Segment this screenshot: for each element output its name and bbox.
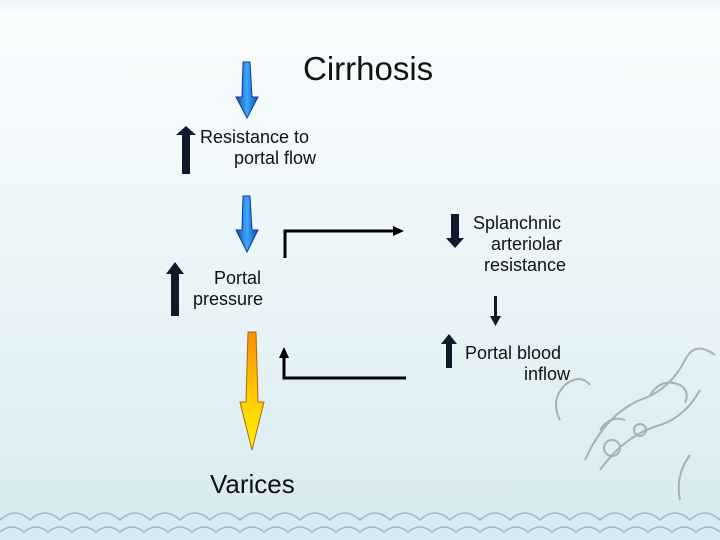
node-splanchnic-line3: resistance (484, 255, 567, 275)
node-splanchnic-line2: arteriolar (491, 234, 563, 254)
down-arrow-icon (490, 296, 501, 326)
connector-arrowhead (393, 226, 404, 236)
node-resistance-line1: Resistance to (200, 127, 310, 147)
node-resistance-line2: portal flow (234, 148, 317, 168)
node-portal-blood-line1: Portal blood (465, 343, 562, 363)
connector-arrowhead (279, 347, 289, 358)
header-strip (0, 0, 720, 14)
flow-down-arrow-2 (235, 195, 259, 254)
connector-pressure-to-splanchnic (283, 229, 393, 258)
node-portal-pressure-line2: pressure (193, 289, 264, 309)
connector-inflow-to-pressure (282, 358, 406, 380)
node-portal-pressure-line1: Portal (214, 268, 262, 288)
diagram-title: Cirrhosis (303, 50, 434, 87)
up-arrow-icon (441, 334, 457, 368)
flow-down-arrow-varices (239, 331, 265, 451)
up-arrow-icon (176, 126, 196, 174)
flow-down-arrow-1 (235, 61, 259, 120)
node-splanchnic-line1: Splanchnic (473, 213, 562, 233)
node-varices: Varices (210, 469, 295, 499)
node-portal-blood-line2: inflow (524, 364, 571, 384)
down-arrow-icon (446, 214, 464, 248)
up-arrow-icon (166, 262, 184, 316)
